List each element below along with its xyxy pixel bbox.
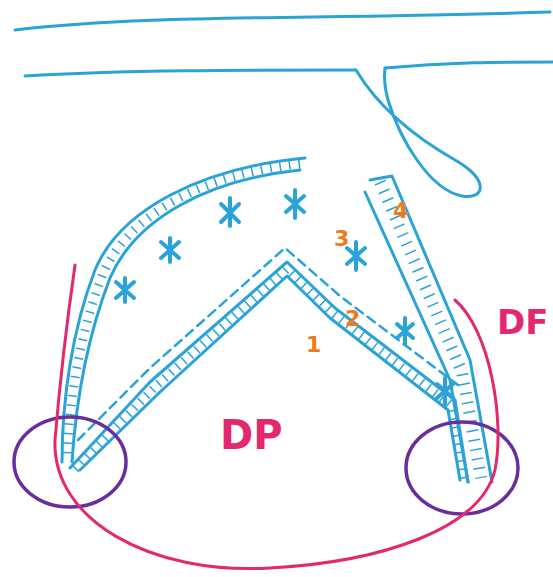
oral-epithelium-line: [25, 70, 356, 76]
region-label: DP: [220, 415, 283, 455]
callout-number: 3: [334, 228, 349, 250]
hatching: [75, 269, 464, 481]
outer-enamel-epithelium: [72, 170, 300, 462]
outer-enamel-epithelium: [62, 158, 305, 462]
inner-enamel-epithelium: [70, 262, 468, 482]
follicle-outline: [40, 255, 552, 575]
stratum-intermedium: [78, 248, 458, 440]
inner-enamel-epithelium: [80, 276, 460, 480]
oral-epithelium-line: [385, 62, 553, 68]
dental-lamina: [356, 68, 480, 197]
hatching: [380, 182, 481, 478]
callout-number: 4: [393, 200, 408, 222]
outer-enamel-epithelium: [370, 176, 492, 482]
oral-surface-line: [15, 12, 550, 30]
callout-number: 1: [306, 334, 321, 356]
stellate-reticulum: [116, 190, 453, 404]
region-label: DF: [497, 305, 548, 339]
callout-number: 2: [345, 308, 360, 330]
dental-follicle-region: DF DP: [40, 255, 552, 575]
